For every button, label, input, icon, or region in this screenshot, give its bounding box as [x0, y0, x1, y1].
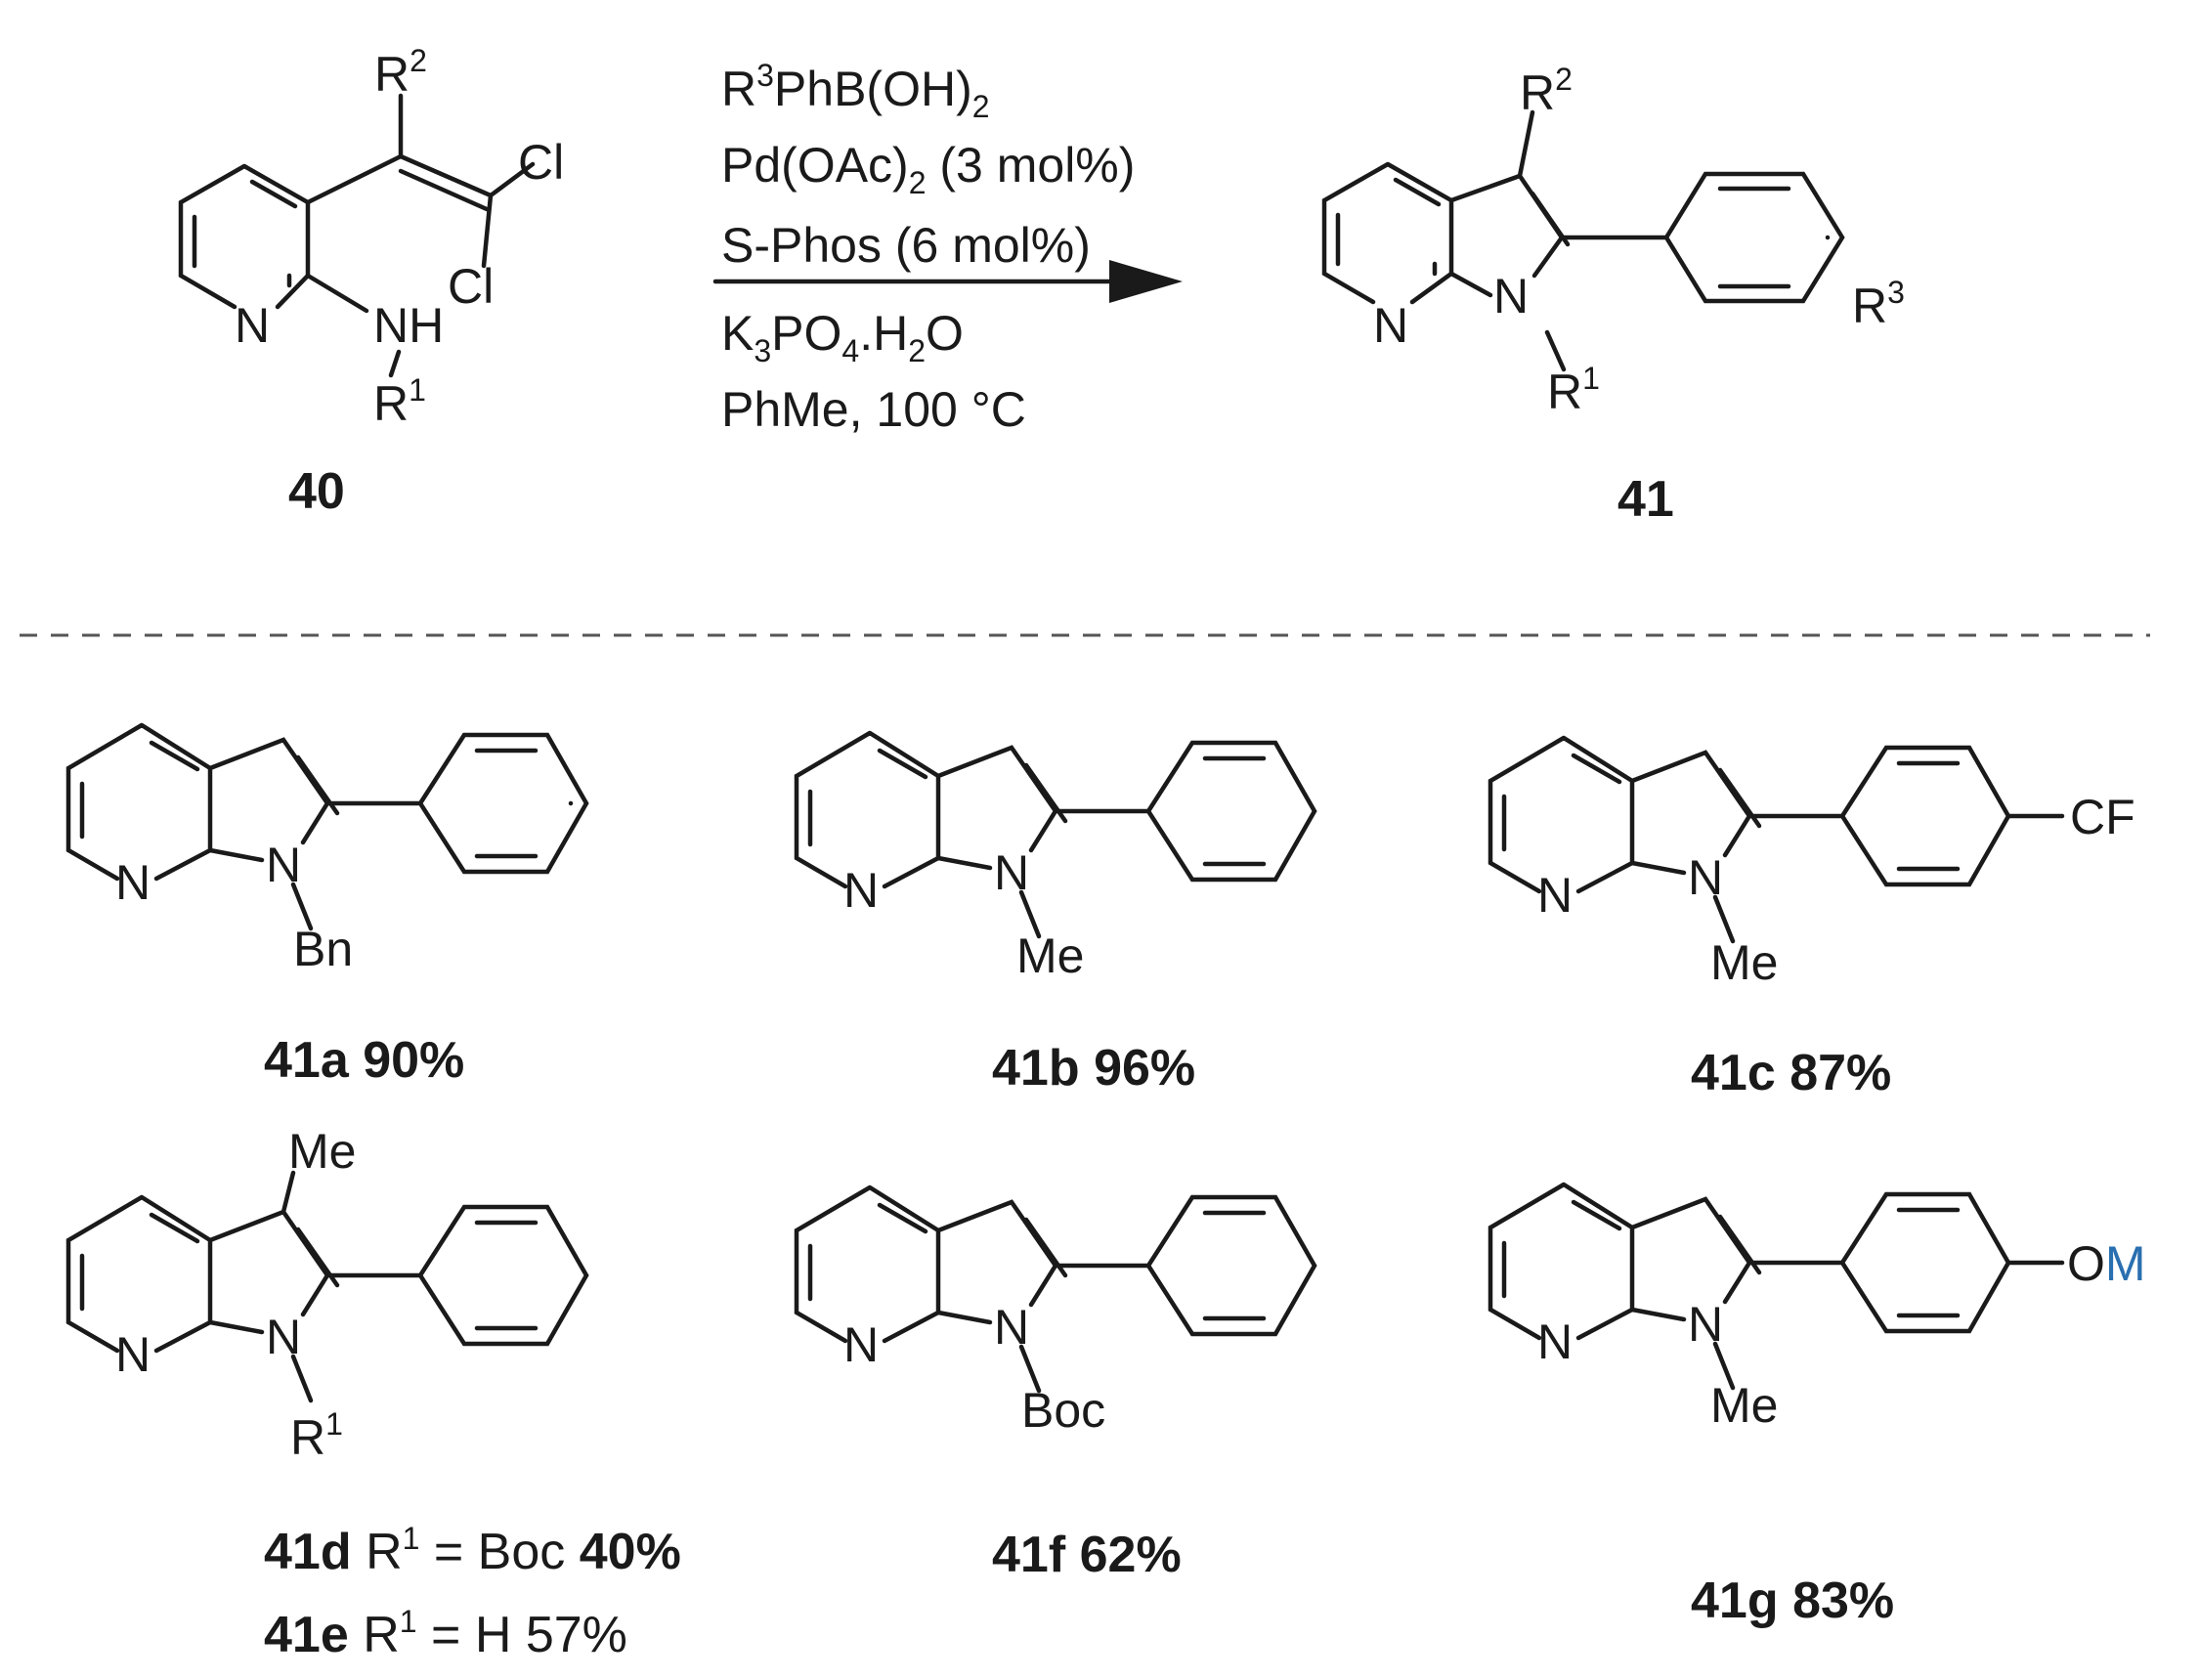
example-41b-caption: 41b 96% [992, 1040, 1195, 1097]
pyridine-ring [178, 163, 311, 310]
example-41d-n: N [115, 1327, 151, 1382]
product-r1-label: R1 [1547, 361, 1600, 419]
product-n-label: N [1373, 298, 1408, 353]
example-41a-sub: Bn [293, 922, 353, 976]
example-41a-n1: N [266, 838, 301, 892]
example-41f-bonds [794, 1185, 1317, 1394]
condition-base: K3PO4.H2O [721, 306, 964, 368]
example-41c-para: CF [2070, 790, 2135, 844]
reactant-bonds [178, 93, 536, 378]
product-pyridine-ring [1321, 161, 1454, 305]
product-r3-label: R3 [1852, 275, 1905, 333]
pyridine-inner-bonds [192, 179, 298, 288]
example-41b-n1: N [994, 845, 1029, 900]
example-41a-n: N [115, 855, 151, 910]
example-41d-me: Me [288, 1124, 356, 1179]
example-41c-n: N [1537, 868, 1573, 923]
example-41c-caption: 41c 87% [1691, 1045, 1891, 1101]
example-41g-n: N [1537, 1314, 1573, 1369]
example-41b-sub: Me [1016, 928, 1084, 983]
example-41d: Me N N R1 41d R1 = Boc 40% 41e R1 = H 57… [65, 1124, 681, 1663]
example-41c-n1: N [1688, 850, 1723, 905]
example-41g-caption: 41g 83% [1691, 1572, 1894, 1629]
condition-catalyst: Pd(OAc)2 (3 mol%) [721, 138, 1135, 200]
product-number: 41 [1617, 471, 1674, 528]
example-41f-n: N [843, 1317, 879, 1372]
example-41g-bonds [1488, 1182, 2065, 1391]
reactant-40: R2 Cl Cl N NH R1 40 [178, 43, 564, 520]
example-41g-n1: N [1688, 1297, 1723, 1352]
example-41g-para: OM [2067, 1236, 2146, 1291]
condition-boronic-acid: R3PhB(OH)2 [721, 58, 990, 124]
example-41f: N N Boc 41f 62% [794, 1185, 1317, 1583]
reactant-n-label: N [235, 298, 270, 353]
example-41c: N N Me CF 41c 87% [1488, 735, 2135, 1101]
vinyl-bonds [305, 93, 536, 269]
amine-bonds [305, 273, 402, 378]
example-41b: N N Me 41b 96% [794, 730, 1317, 1097]
example-41f-caption: 41f 62% [992, 1527, 1182, 1583]
example-41c-sub: Me [1710, 935, 1778, 990]
example-41d-sub: R1 [290, 1406, 343, 1465]
example-41a: N N Bn 41a 90% [65, 722, 589, 1089]
example-41f-n1: N [994, 1300, 1029, 1355]
condition-solvent-temp: PhMe, 100 °C [721, 382, 1026, 437]
example-41a-caption: 41a 90% [264, 1032, 464, 1089]
example-41d-caption: 41d R1 = Boc 40% [264, 1521, 681, 1580]
example-41f-sub: Boc [1021, 1383, 1105, 1438]
example-41a-bonds [65, 722, 589, 931]
product-bonds [1321, 109, 1845, 372]
product-pyridine-inner [1335, 177, 1442, 277]
example-41b-n: N [843, 863, 879, 918]
product-phenyl-ring [1663, 171, 1845, 304]
reactant-cl2-label: Cl [448, 259, 494, 314]
reaction-arrow [712, 260, 1183, 303]
example-41g: N N Me OM 41g 83% [1488, 1182, 2146, 1629]
example-41g-sub: Me [1710, 1378, 1778, 1433]
reaction-conditions: R3PhB(OH)2 Pd(OAc)2 (3 mol%) S-Phos (6 m… [712, 58, 1183, 437]
reactant-number: 40 [288, 463, 345, 520]
condition-ligand: S-Phos (6 mol%) [721, 218, 1091, 273]
product-41: R2 N N R1 R3 41 [1321, 62, 1905, 528]
example-41b-bonds [794, 730, 1317, 939]
reactant-r1-label: R1 [373, 372, 426, 431]
reactant-nh-label: NH [373, 298, 444, 353]
example-41d-bonds [65, 1170, 589, 1403]
product-n1-label: N [1493, 269, 1529, 323]
example-41e-caption: 41e R1 = H 57% [264, 1604, 627, 1663]
example-41d-n1: N [266, 1310, 301, 1364]
reactant-cl1-label: Cl [518, 135, 564, 190]
product-r2-label: R2 [1520, 62, 1573, 120]
reactant-r2-label: R2 [374, 43, 427, 102]
example-41c-bonds [1488, 735, 2065, 944]
product-substituent-bonds [1517, 109, 1669, 372]
